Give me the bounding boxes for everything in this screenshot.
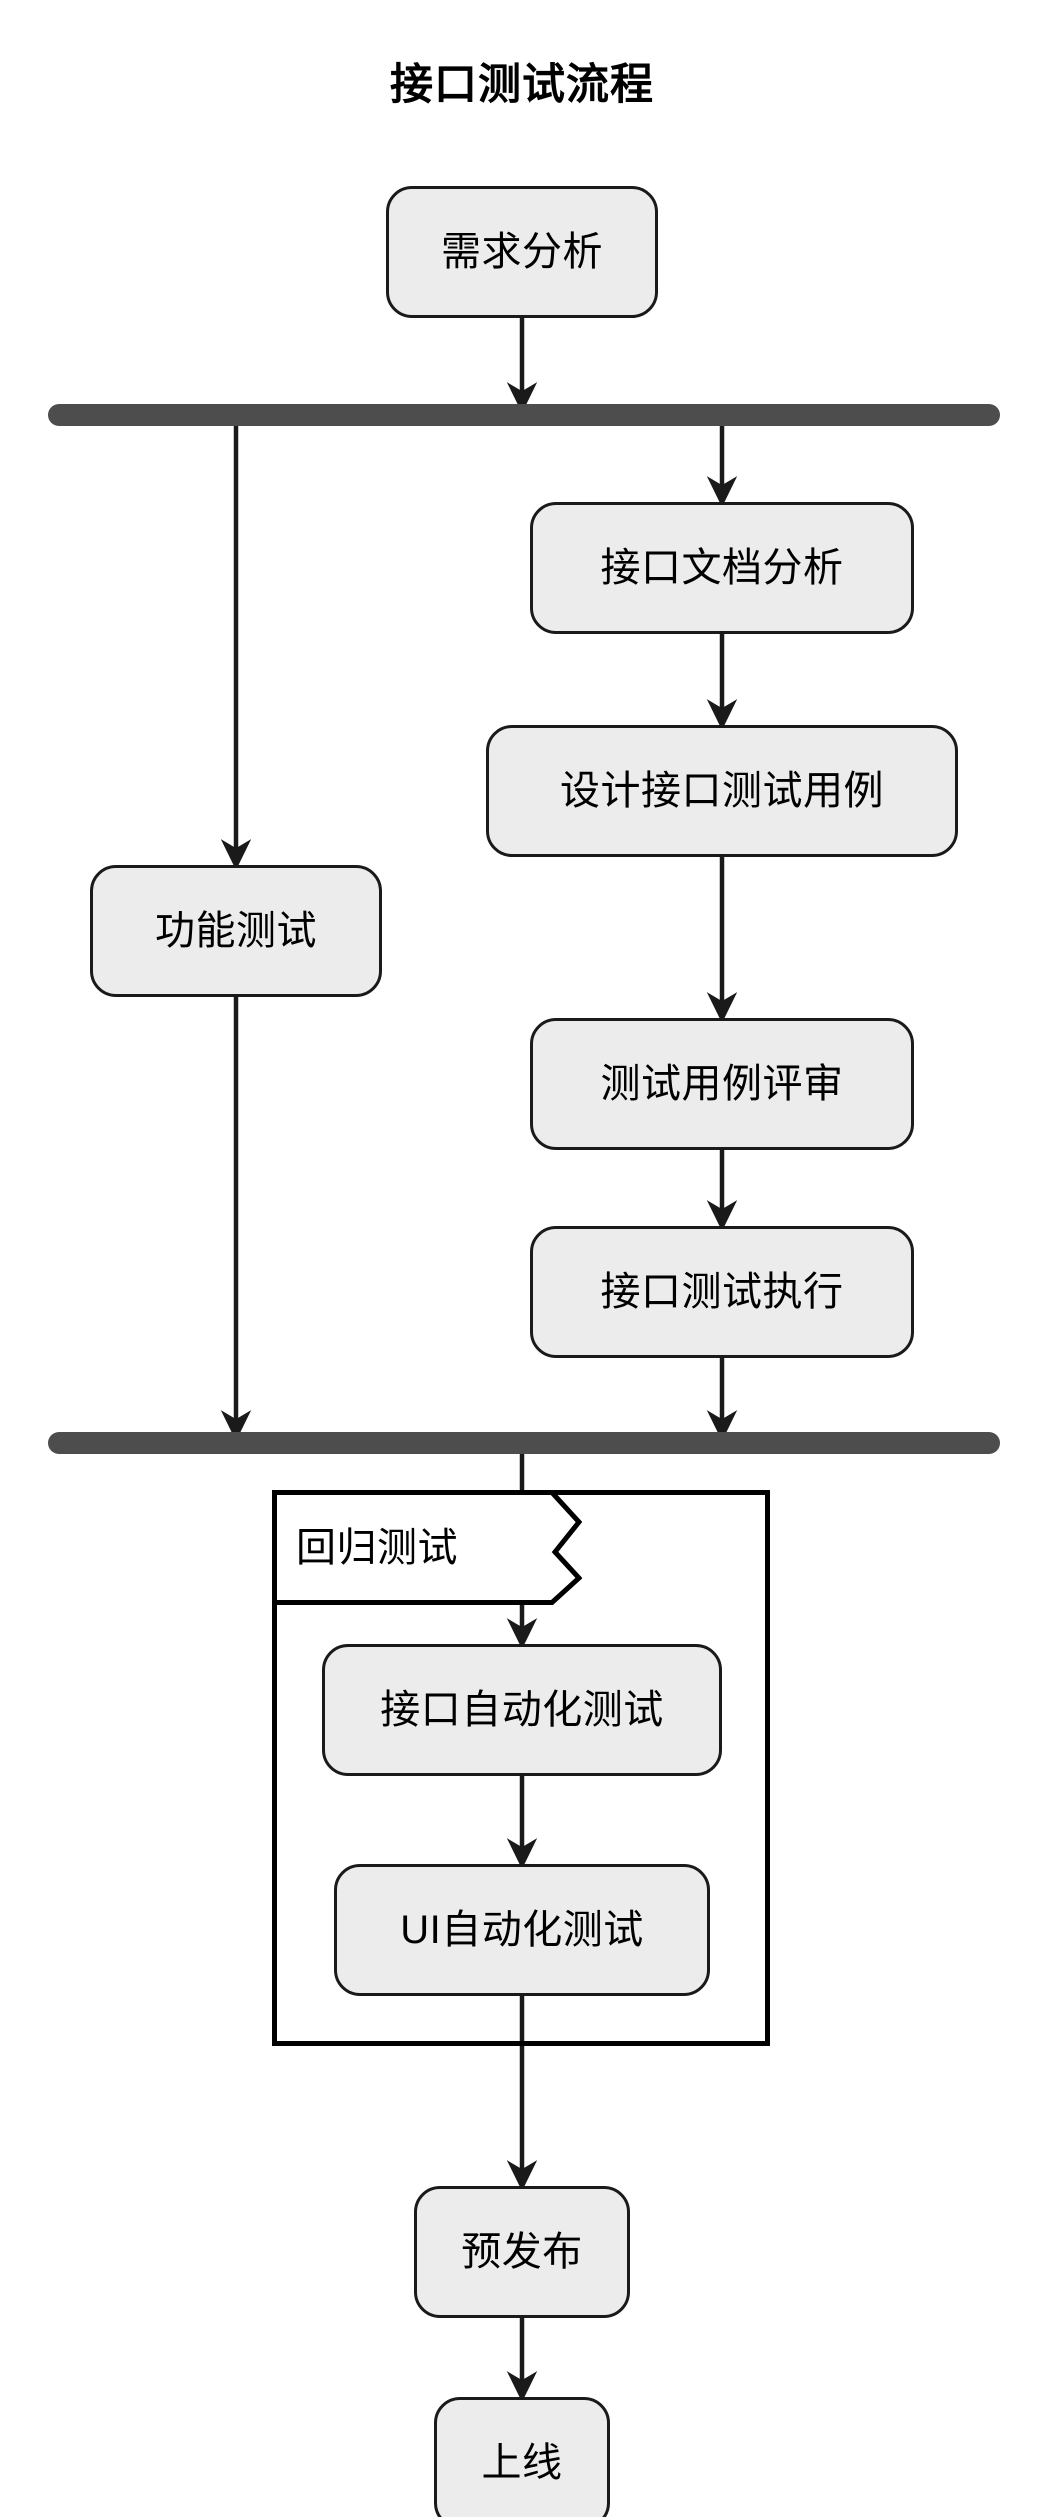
node-case-review[interactable]: 测试用例评审: [530, 1018, 914, 1150]
node-ui-automation[interactable]: UI自动化测试: [334, 1864, 710, 1996]
node-functional-test[interactable]: 功能测试: [90, 865, 382, 997]
join-bar: [48, 1432, 1000, 1454]
node-pre-release[interactable]: 预发布: [414, 2186, 630, 2318]
node-api-test-exec[interactable]: 接口测试执行: [530, 1226, 914, 1358]
page-title: 接口测试流程: [390, 61, 654, 109]
node-api-automation[interactable]: 接口自动化测试: [322, 1644, 722, 1776]
node-design-api-cases[interactable]: 设计接口测试用例: [486, 725, 958, 857]
node-api-doc-analysis[interactable]: 接口文档分析: [530, 502, 914, 634]
subgraph-regression-label-tab: [272, 1490, 582, 1605]
subgraph-regression-label: 回归测试: [296, 1526, 458, 1570]
node-requirements-analysis[interactable]: 需求分析: [386, 186, 658, 318]
node-go-live[interactable]: 上线: [434, 2397, 610, 2517]
fork-bar: [48, 404, 1000, 426]
